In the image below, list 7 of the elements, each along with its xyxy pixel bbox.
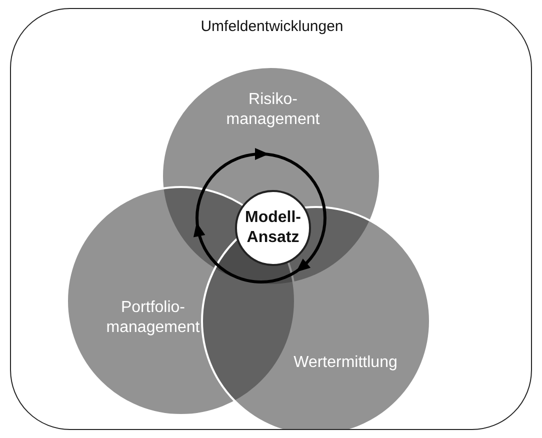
frame-title: Umfeldentwicklungen (200, 17, 344, 37)
circle-label: Risiko- management (225, 90, 321, 130)
center-circle (235, 190, 311, 266)
center-label: Modell- Ansatz (244, 208, 302, 248)
circle-label: Portfolio- management (105, 298, 201, 338)
context-frame (10, 8, 532, 430)
circle-label: Wertermittlung (292, 353, 398, 373)
